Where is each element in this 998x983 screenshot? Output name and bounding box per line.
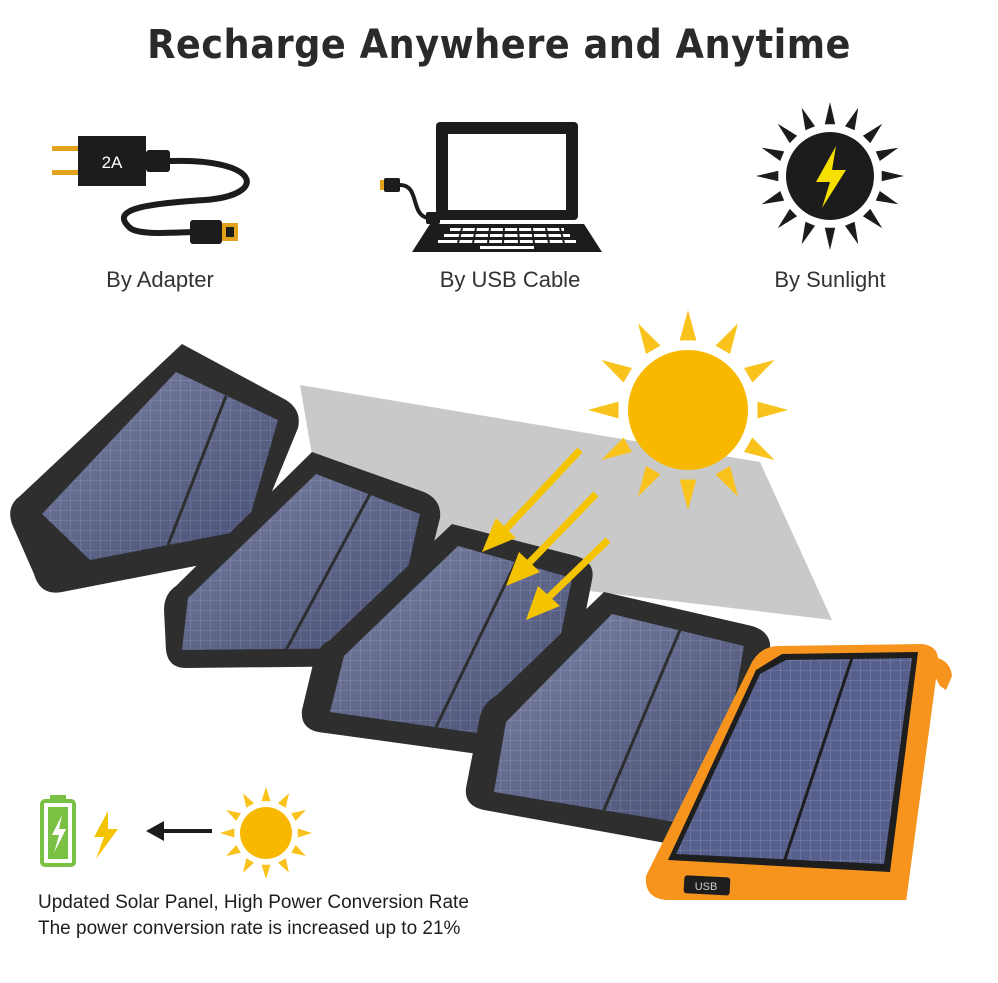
method-adapter-label: By Adapter <box>106 267 214 292</box>
sun-ray <box>226 810 241 821</box>
sun-ray <box>220 828 235 838</box>
sun-ray <box>679 479 697 510</box>
sun-ray <box>862 123 883 144</box>
sun-ray <box>243 793 254 808</box>
sun-ray <box>278 858 289 873</box>
sun-ray <box>845 221 859 245</box>
sun-ray <box>638 323 661 354</box>
power-bank: USB <box>645 644 952 900</box>
sun-ray <box>824 102 836 125</box>
sun-ray <box>601 360 632 383</box>
charging-diagram <box>40 787 312 879</box>
sun-ray <box>715 466 738 497</box>
usb-port-label: USB <box>695 881 718 893</box>
sun-ray <box>291 810 306 821</box>
method-usb-cable-label: By USB Cable <box>439 267 581 292</box>
sun-ray <box>757 401 788 419</box>
method-sunlight-label: By Sunlight <box>774 267 886 292</box>
sun-ray <box>801 107 815 131</box>
sun-ray <box>777 208 798 229</box>
adapter-icon: 2A <box>52 136 250 244</box>
sun-bolt-icon <box>756 102 904 250</box>
sun-ray <box>744 437 775 460</box>
sun-ray <box>291 845 306 856</box>
laptop-icon <box>380 122 602 252</box>
solar-panel-illustration: USB <box>10 310 952 900</box>
method-adapter: 2A By Adapter <box>30 100 290 300</box>
sun-ray <box>638 466 661 497</box>
page-title: Recharge Anywhere and Anytime <box>147 22 851 68</box>
method-usb-cable: By USB Cable <box>380 100 640 300</box>
sun-ray <box>278 793 289 808</box>
sun-ray <box>588 401 619 419</box>
sun-ray <box>261 787 271 802</box>
sun-ray <box>801 221 815 245</box>
sun-ray <box>875 147 899 161</box>
sun-ray <box>761 147 785 161</box>
footer-line-1: Updated Solar Panel, High Power Conversi… <box>38 892 469 913</box>
sun-ray <box>226 845 241 856</box>
adapter-badge: 2A <box>102 153 123 172</box>
sun-ray <box>715 323 738 354</box>
sun-ray <box>875 191 899 205</box>
left-arrow-icon <box>146 821 212 841</box>
sun-ray <box>862 208 883 229</box>
sun-ray <box>261 864 271 879</box>
method-sunlight: By Sunlight <box>700 100 960 300</box>
sun-ray <box>679 310 697 341</box>
sunlight-arrows <box>482 447 611 620</box>
bolt-icon <box>94 811 118 859</box>
small-sun-icon <box>220 787 312 879</box>
battery-icon <box>40 795 76 867</box>
sun-ray <box>881 170 904 182</box>
sun-ray <box>756 170 779 182</box>
sun-ray <box>243 858 254 873</box>
sun-ray <box>777 123 798 144</box>
footer-line-2: The power conversion rate is increased u… <box>38 918 461 939</box>
sun-ray <box>824 227 836 250</box>
sun-ray <box>761 191 785 205</box>
solar-panel-4 <box>465 592 771 851</box>
sun-ray <box>744 360 775 383</box>
large-sun-icon <box>588 310 788 510</box>
solar-panel-1 <box>10 344 299 593</box>
sun-ray <box>601 437 632 460</box>
sun-ray <box>297 828 312 838</box>
sun-ray <box>845 107 859 131</box>
